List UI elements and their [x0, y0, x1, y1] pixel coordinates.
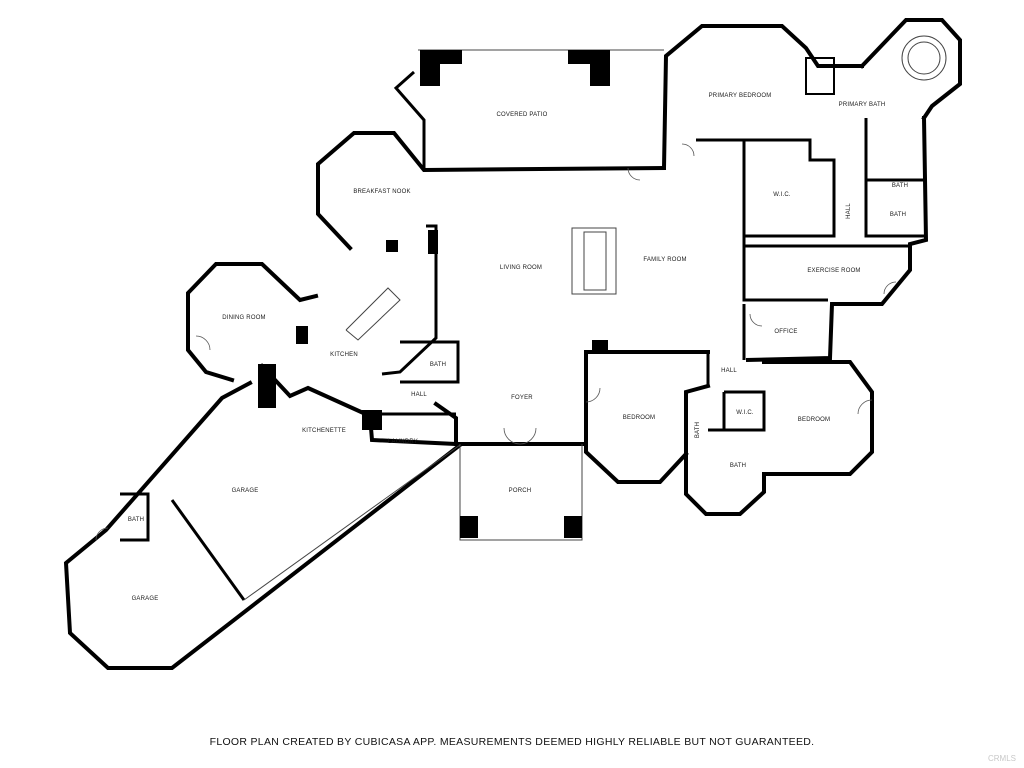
wall-bedroom-east — [762, 360, 874, 476]
disclaimer-text: FLOOR PLAN CREATED BY CUBICASA APP. MEAS… — [209, 736, 815, 748]
room-living-room: LIVING ROOM — [499, 265, 543, 271]
wall-hall-primary — [864, 118, 924, 238]
column-nook — [386, 240, 398, 252]
wall-kitchen-south — [259, 363, 458, 447]
wall-family-east — [696, 138, 828, 302]
porch-outline — [459, 444, 583, 541]
door-arc-6 — [857, 399, 873, 415]
interior-walls — [120, 70, 924, 601]
column-kitchenette — [362, 410, 382, 430]
door-arc-10 — [749, 313, 763, 327]
door-arc-7 — [883, 281, 897, 295]
door-arc-8 — [95, 527, 109, 541]
room-family-room: FAMILY ROOM — [643, 257, 687, 263]
room-laundry: LAUNDRY — [388, 439, 418, 445]
room-kitchenette: KITCHENETTE — [302, 428, 346, 434]
room-primary-bath: PRIMARY BATH — [838, 102, 886, 108]
door-arc-1 — [195, 335, 211, 351]
room-bath-kitchen: BATH — [429, 362, 447, 368]
door-arc-5 — [585, 387, 601, 403]
wall-dining — [186, 262, 319, 383]
room-garage-1: GARAGE — [231, 488, 259, 494]
column-living — [428, 230, 438, 254]
room-primary-bedroom: PRIMARY BEDROOM — [708, 93, 772, 99]
wall-kitchen-island — [381, 224, 438, 376]
column-patio-west-2 — [440, 50, 462, 64]
room-exercise-room: EXERCISE ROOM — [807, 268, 861, 274]
watermark-logo: CRMLS — [987, 754, 1016, 763]
room-kitchen: KITCHEN — [330, 352, 358, 358]
fireplace — [571, 227, 617, 295]
room-bath-bedroom-2: BATH — [729, 463, 747, 469]
wall-primary-bath — [859, 18, 962, 121]
room-hall-east: HALL — [721, 368, 737, 374]
room-bath-bedroom-1: BATH — [695, 421, 701, 439]
room-breakfast-nook: BREAKFAST NOOK — [353, 189, 411, 195]
room-dining-room: DINING ROOM — [222, 315, 266, 321]
room-bath-primary-1: BATH — [891, 183, 909, 189]
fireplace-inner — [583, 231, 607, 291]
room-hall-west: HALL — [411, 392, 427, 398]
wall-patio-front — [393, 70, 426, 170]
doors — [95, 143, 897, 541]
column-kitchen — [258, 364, 276, 408]
room-bath-primary-2: BATH — [889, 212, 907, 218]
room-porch: PORCH — [508, 488, 532, 494]
wall-wic — [744, 138, 836, 238]
kitchen-island — [345, 287, 401, 341]
wall-kitchen-bath — [400, 340, 460, 384]
room-hall-primary: HALL — [846, 203, 852, 219]
wall-bath-east — [684, 383, 766, 516]
column-stair — [805, 57, 835, 95]
room-wic-bedroom: W.I.C. — [736, 410, 754, 416]
structural-blocks — [258, 50, 835, 538]
wall-east — [745, 115, 929, 363]
room-bedroom-east: BEDROOM — [797, 417, 831, 423]
room-wic-primary: W.I.C. — [773, 192, 791, 198]
room-bath-garage: BATH — [127, 517, 145, 523]
column-bedroom — [592, 340, 608, 352]
column-dining — [296, 326, 308, 344]
door-arc-2 — [627, 167, 641, 181]
door-arc-3 — [503, 427, 521, 445]
room-garage-2: GARAGE — [131, 596, 159, 602]
thin-lines — [243, 35, 947, 601]
garage-door-line — [243, 444, 461, 601]
wall-garage-bath — [120, 492, 150, 542]
room-bedroom-center: BEDROOM — [622, 415, 656, 421]
wall-garage-west — [63, 380, 463, 670]
tub-inner — [907, 41, 941, 75]
room-covered-patio: COVERED PATIO — [496, 112, 548, 118]
tub-outline — [901, 35, 947, 81]
column-porch-west — [460, 516, 478, 538]
column-patio-east — [590, 50, 610, 86]
column-porch-east — [564, 516, 582, 538]
exterior-walls — [63, 18, 962, 670]
room-foyer: FOYER — [511, 395, 533, 401]
door-arc-4 — [519, 427, 537, 445]
wall-patio — [661, 24, 864, 171]
door-arc-9 — [681, 143, 695, 157]
room-office: OFFICE — [774, 329, 798, 335]
column-patio-east-2 — [568, 50, 590, 64]
column-patio-west — [420, 50, 440, 86]
wall-garage-split — [170, 499, 246, 601]
